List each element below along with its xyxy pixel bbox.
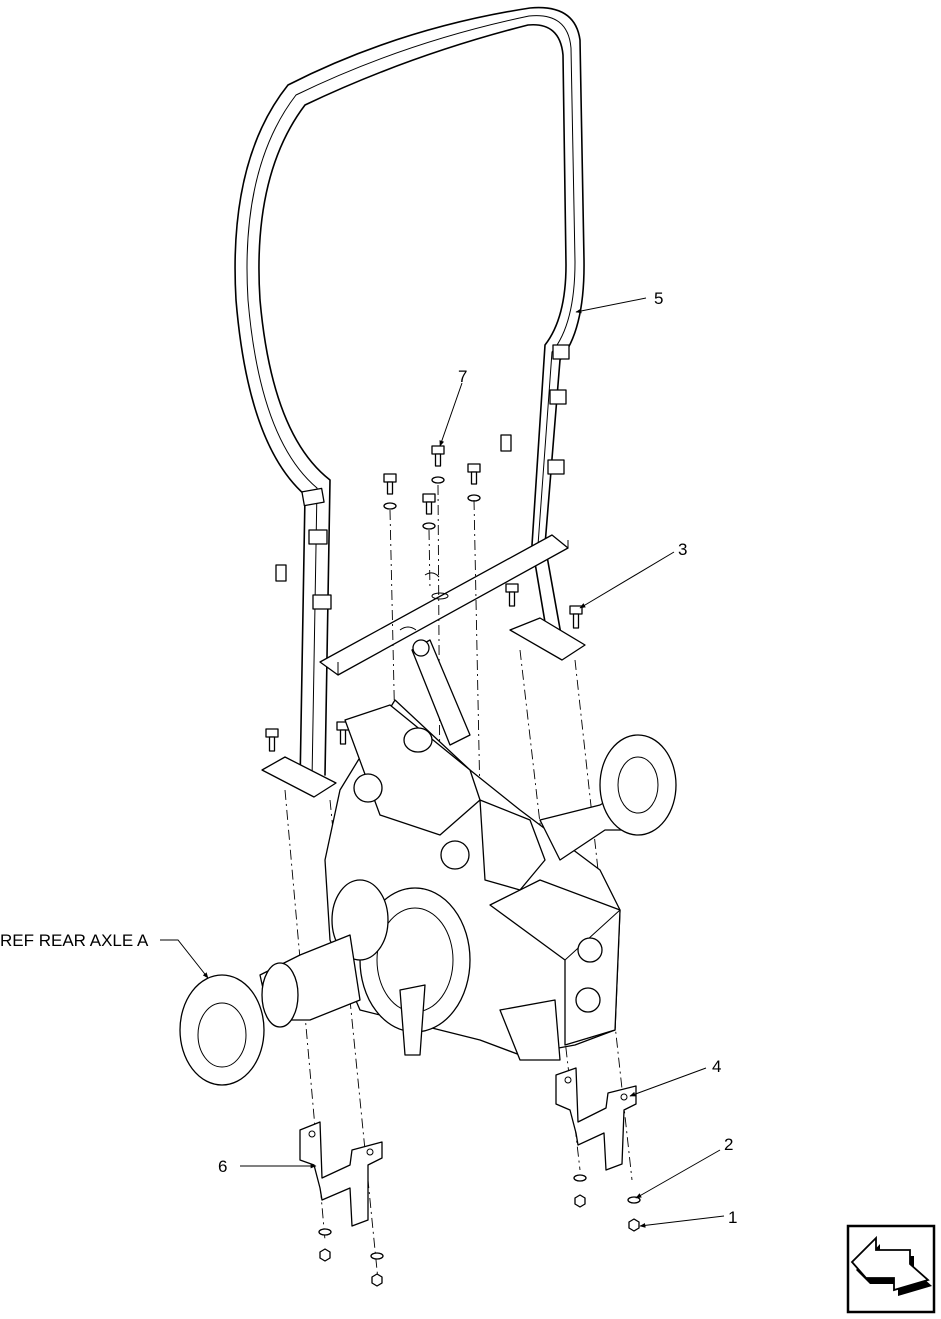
roll-bar-cross-plate [319,534,569,676]
upper-bolts [265,445,583,752]
callout-5: 5 [654,289,663,308]
callout-6: 6 [218,1157,227,1176]
roll-bar-frame [234,6,586,798]
reference-label: REF REAR AXLE A [0,931,149,950]
callout-4: 4 [712,1057,721,1076]
next-page-arrow-icon[interactable] [846,1224,936,1314]
callout-7: 7 [458,367,467,386]
callout-3: 3 [678,540,687,559]
right-support-bracket [555,1067,641,1232]
callout-1: 1 [728,1208,737,1227]
callout-2: 2 [724,1135,733,1154]
leader-lines [160,297,725,1228]
left-support-bracket [299,1121,384,1287]
rear-axle-assembly [179,639,677,1086]
